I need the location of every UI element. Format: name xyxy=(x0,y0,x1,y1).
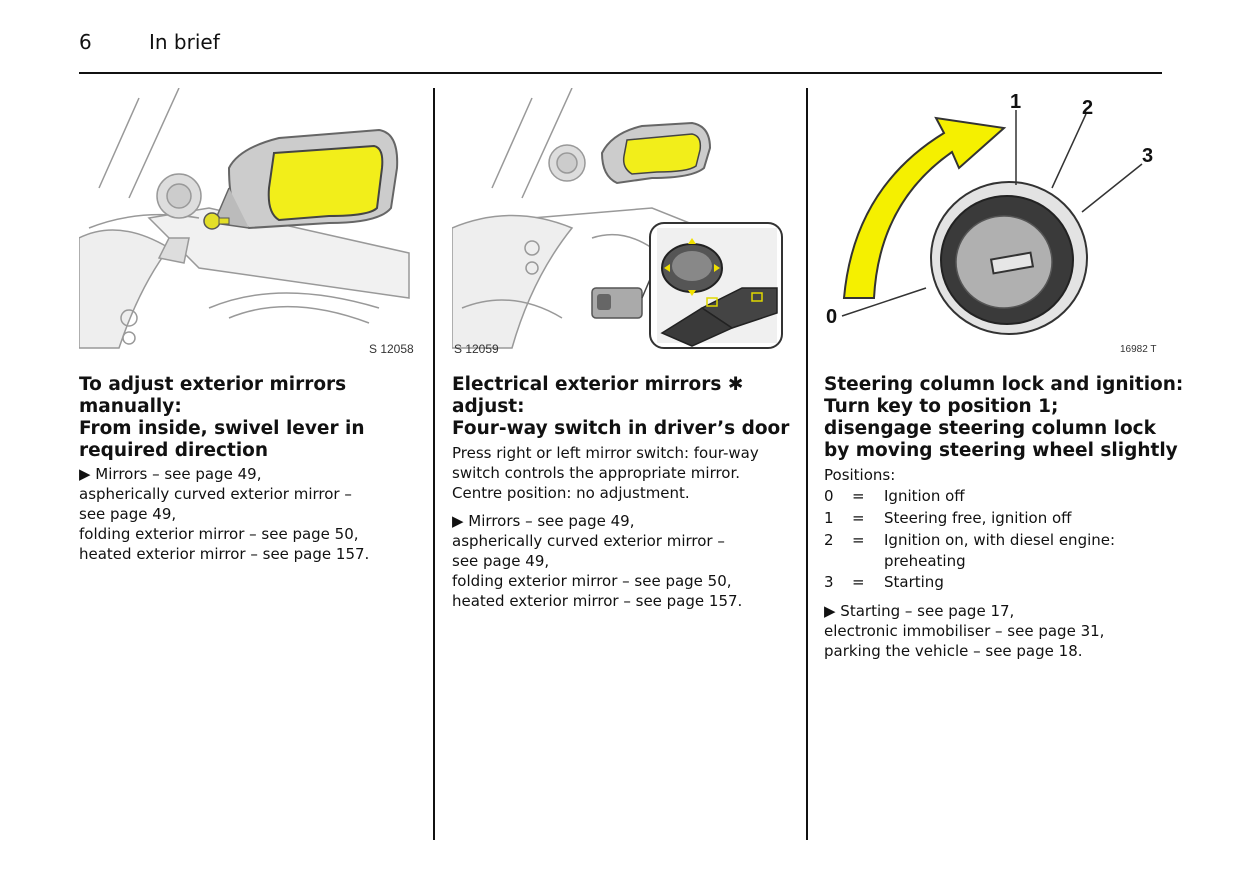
figure-label-1: 1 xyxy=(1010,91,1021,113)
position-row: 2 = Ignition on, with diesel engine: xyxy=(824,529,1115,551)
heading: Steering column lock and ignition: Turn … xyxy=(824,374,1184,462)
heading-line: To adjust exterior mirrors xyxy=(79,374,347,395)
body-line: folding exterior mirror – see page 50, xyxy=(452,572,732,590)
body-line: aspherically curved exterior mirror – xyxy=(452,532,725,550)
heading-line: adjust: xyxy=(452,396,525,417)
body-line: parking the vehicle – see page 18. xyxy=(824,642,1083,660)
column-divider xyxy=(806,88,808,840)
heading-line: Electrical exterior mirrors ✱ xyxy=(452,374,744,395)
position-text: Starting xyxy=(884,573,944,591)
position-number: 2 xyxy=(824,531,834,549)
section-title: In brief xyxy=(149,30,220,54)
body-line: folding exterior mirror – see page 50, xyxy=(79,525,359,543)
body-line: see page 49, xyxy=(452,552,550,570)
positions-label: Positions: xyxy=(824,466,896,484)
position-text: Steering free, ignition off xyxy=(884,509,1072,527)
heading-line: From inside, swivel lever in xyxy=(79,418,365,439)
body-line: Centre position: no adjustment. xyxy=(452,484,690,502)
body-line: aspherically curved exterior mirror – xyxy=(79,485,352,503)
body-text: ▶ Mirrors – see page 49, aspherically cu… xyxy=(79,464,369,564)
column-divider xyxy=(433,88,435,840)
position-row: 1 = Steering free, ignition off xyxy=(824,507,1115,529)
figure-label-3: 3 xyxy=(1142,145,1153,167)
spacer xyxy=(824,593,1115,601)
heading-line: disengage steering column lock xyxy=(824,418,1156,439)
page-header: 6 In brief xyxy=(79,28,1162,74)
position-row: 3 = Starting xyxy=(824,571,1115,593)
position-number: 3 xyxy=(824,573,834,591)
position-text: Ignition off xyxy=(884,487,965,505)
position-equals: = xyxy=(852,509,865,527)
figure-code: S 12058 xyxy=(369,342,414,356)
figure-label-2: 2 xyxy=(1082,97,1093,119)
body-line: heated exterior mirror – see page 157. xyxy=(452,592,743,610)
body-line: ▶ Mirrors – see page 49, xyxy=(79,465,262,483)
heading-line: Four-way switch in driver’s door xyxy=(452,418,790,439)
heading-line: required direction xyxy=(79,440,269,461)
body-line: switch controls the appropriate mirror. xyxy=(452,464,741,482)
mirror-lever-illustration xyxy=(79,88,410,349)
body-line: electronic immobiliser – see page 31, xyxy=(824,622,1105,640)
positions-list: Positions: 0 = Ignition off 1 = Steering… xyxy=(824,465,1115,661)
position-text-continuation: preheating xyxy=(884,552,966,570)
figure-code: S 12059 xyxy=(454,342,499,356)
position-row: 0 = Ignition off xyxy=(824,485,1115,507)
figure-code: 16982 T xyxy=(1120,344,1157,355)
figure-label-0: 0 xyxy=(826,306,837,328)
position-number: 1 xyxy=(824,509,834,527)
heading: Electrical exterior mirrors ✱ adjust: Fo… xyxy=(452,374,802,440)
position-equals: = xyxy=(852,531,865,549)
body-line: Press right or left mirror switch: four-… xyxy=(452,444,759,462)
position-number: 0 xyxy=(824,487,834,505)
heading-line: Turn key to position 1; xyxy=(824,396,1059,417)
mirror-switch-illustration xyxy=(452,88,783,349)
heading-line: by moving steering wheel slightly xyxy=(824,440,1178,461)
position-equals: = xyxy=(852,487,865,505)
page-number: 6 xyxy=(79,30,92,54)
spacer xyxy=(452,503,759,511)
body-line: see page 49, xyxy=(79,505,177,523)
heading-line: manually: xyxy=(79,396,182,417)
body-line: ▶ Starting – see page 17, xyxy=(824,602,1015,620)
body-text: Press right or left mirror switch: four-… xyxy=(452,443,759,611)
heading: To adjust exterior mirrors manually: Fro… xyxy=(79,374,429,462)
heading-line: Steering column lock and ignition: xyxy=(824,374,1184,395)
body-line: ▶ Mirrors – see page 49, xyxy=(452,512,635,530)
position-text: Ignition on, with diesel engine: xyxy=(884,531,1116,549)
position-equals: = xyxy=(852,573,865,591)
body-line: heated exterior mirror – see page 157. xyxy=(79,545,370,563)
ignition-lock-illustration: 1 2 3 0 xyxy=(826,91,1153,335)
